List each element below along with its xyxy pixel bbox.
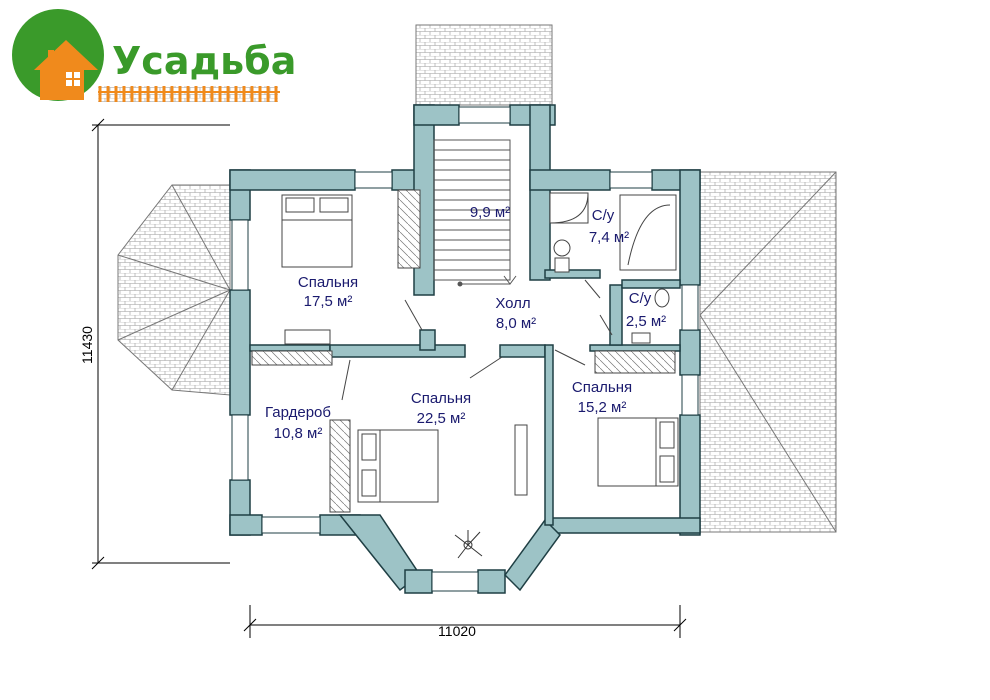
doors — [341, 279, 613, 401]
room-name-bath-small: С/у — [629, 290, 652, 307]
roof-left — [117, 184, 231, 396]
house-icon — [34, 40, 98, 100]
roof-right — [699, 171, 837, 533]
walls — [229, 104, 701, 594]
windows — [231, 106, 699, 592]
bed-icon — [357, 429, 439, 503]
room-area-hall: 8,0 м² — [496, 315, 536, 332]
logo: Усадьба — [12, 9, 296, 102]
dimension-height: 11430 — [79, 326, 95, 364]
roof-top — [415, 24, 553, 106]
plant-icon — [454, 530, 483, 559]
dimension-width: 11020 — [438, 623, 476, 639]
room-area-bath-small: 2,5 м² — [626, 313, 666, 330]
furniture — [251, 189, 679, 559]
room-name-bath-large: С/у — [592, 207, 615, 224]
room-area-bedroom-17: 17,5 м² — [304, 293, 353, 310]
brand-name: Усадьба — [112, 39, 296, 83]
room-labels: Спальня 17,5 м² 9,9 м² С/у 7,4 м² С/у 2,… — [265, 204, 666, 442]
room-area-stairs: 9,9 м² — [470, 204, 510, 221]
dimension-lines — [91, 118, 687, 638]
staircase — [433, 139, 517, 287]
room-area-bedroom-15: 15,2 м² — [578, 399, 627, 416]
room-area-wardrobe: 10,8 м² — [274, 425, 323, 442]
roof-areas — [117, 24, 837, 533]
fence-icon — [98, 86, 280, 102]
bed-icon — [281, 194, 353, 268]
room-area-bath-large: 7,4 м² — [589, 229, 629, 246]
room-name-hall: Холл — [495, 295, 530, 312]
room-name-bedroom-15: Спальня — [572, 379, 632, 396]
room-name-bedroom-17: Спальня — [298, 274, 358, 291]
room-name-wardrobe: Гардероб — [265, 404, 331, 421]
bed-icon — [597, 417, 679, 487]
room-name-bedroom-22: Спальня — [411, 390, 471, 407]
room-area-bedroom-22: 22,5 м² — [417, 410, 466, 427]
